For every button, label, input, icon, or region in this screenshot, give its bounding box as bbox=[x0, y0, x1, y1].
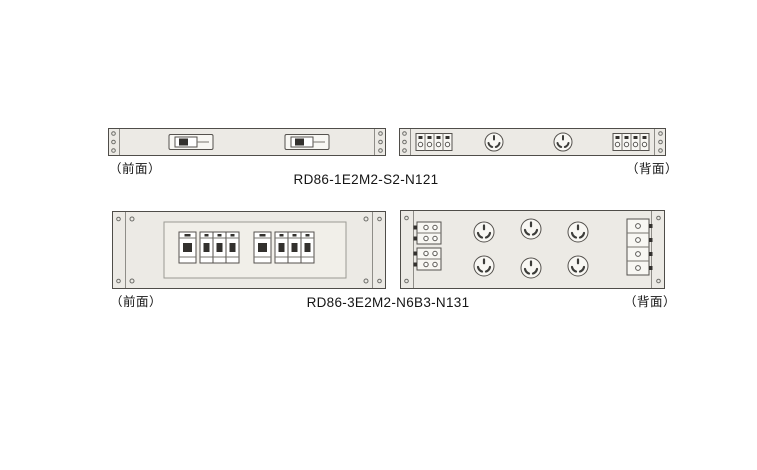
twist-lock-outlet-icon bbox=[566, 254, 590, 278]
unit1-model-label: RD86-1E2M2-S2-N121 bbox=[293, 172, 439, 187]
twist-lock-outlet-icon bbox=[472, 254, 496, 278]
twist-lock-outlet-icon bbox=[553, 132, 573, 152]
unit2-front-view-label: （前面） bbox=[110, 295, 163, 309]
terminal-block-icon bbox=[413, 247, 442, 271]
unit1-front-view-label: （前面） bbox=[109, 162, 162, 176]
unit2-model-label: RD86-3E2M2-N6B3-N131 bbox=[306, 295, 470, 310]
twist-lock-outlet-icon bbox=[519, 256, 543, 280]
twist-lock-outlet-icon bbox=[472, 220, 496, 244]
circuit-breaker-group-icon bbox=[254, 232, 314, 263]
rocker-switch-icon bbox=[284, 134, 330, 150]
rocker-switch-icon bbox=[168, 134, 214, 150]
terminal-block-icon bbox=[413, 221, 442, 245]
twist-lock-outlet-icon bbox=[484, 132, 504, 152]
twist-lock-outlet-icon bbox=[566, 220, 590, 244]
unit1-back-view-label: （背面） bbox=[626, 162, 679, 176]
mounting-holes-icon bbox=[402, 131, 663, 153]
twist-lock-outlet-icon bbox=[519, 217, 543, 241]
mounting-holes-icon bbox=[404, 215, 661, 284]
unit1-front-panel-drawing bbox=[108, 128, 386, 156]
face-screws-icon bbox=[129, 216, 369, 284]
terminal-block-icon bbox=[626, 218, 653, 276]
unit2-back-panel-drawing bbox=[400, 210, 665, 289]
unit2-front-panel-drawing bbox=[112, 211, 386, 289]
unit2-back-view-label: （背面） bbox=[624, 295, 677, 309]
terminal-block-icon bbox=[612, 133, 650, 151]
mounting-holes-icon bbox=[116, 216, 382, 284]
circuit-breaker-group-icon bbox=[179, 232, 239, 263]
mounting-holes-icon bbox=[111, 131, 383, 153]
unit1-back-panel-drawing bbox=[399, 128, 666, 156]
terminal-block-icon bbox=[415, 133, 453, 151]
